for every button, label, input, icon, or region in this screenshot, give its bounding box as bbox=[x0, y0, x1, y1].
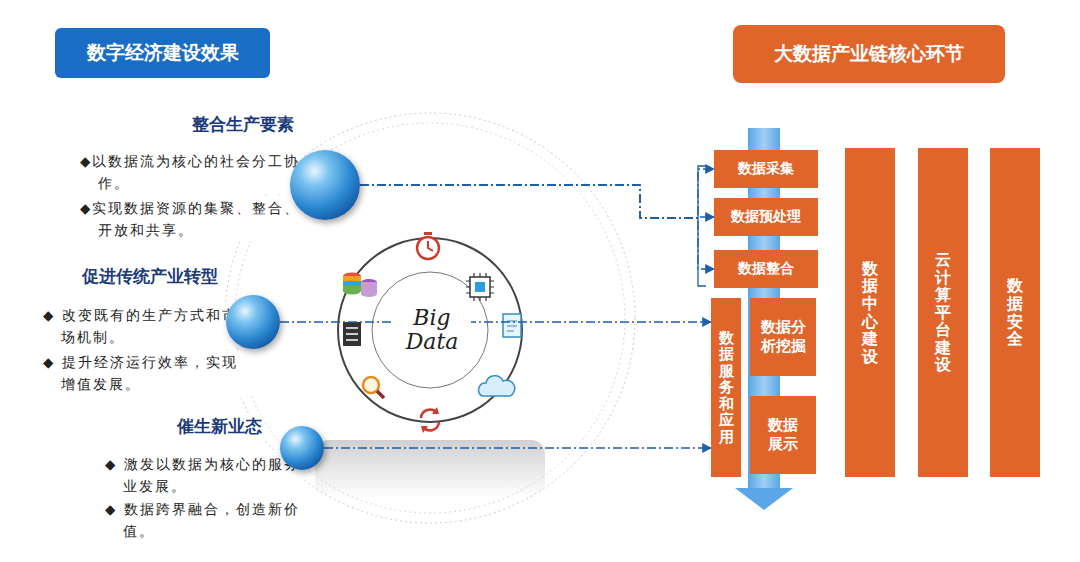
dash-connector bbox=[280, 321, 711, 322]
bullet-text: ◆ 提升经济运行效率，实现增值发展。 bbox=[43, 351, 251, 395]
box-label: 数据中心建设 bbox=[862, 260, 878, 366]
box-label: 数据分析挖掘 bbox=[754, 318, 812, 356]
process-box: 数据安全 bbox=[990, 148, 1040, 477]
box-label: 数据预处理 bbox=[731, 208, 801, 226]
bullet-text: ◆ 激发以数据为核心的服务业发展。 bbox=[105, 453, 303, 497]
box-label: 数据安全 bbox=[1007, 277, 1023, 347]
box-label: 数据服务和应用 bbox=[719, 330, 734, 446]
bracket bbox=[698, 166, 706, 286]
database-icon bbox=[343, 273, 377, 298]
bullet-text: ◆ 数据跨界融合，创造新价值。 bbox=[105, 498, 303, 542]
process-box: 数据采集 bbox=[714, 150, 818, 188]
chip-icon bbox=[466, 273, 494, 301]
header-box: 大数据产业链核心环节 bbox=[733, 25, 1005, 83]
box-label: 数字经济建设效果 bbox=[87, 41, 239, 65]
sphere-icon bbox=[226, 295, 280, 349]
title-box: 数字经济建设效果 bbox=[55, 28, 270, 78]
dash-connector bbox=[360, 169, 714, 218]
section-heading: 整合生产要素 bbox=[190, 113, 296, 136]
server-icon bbox=[343, 322, 361, 346]
process-box: 数据预处理 bbox=[714, 198, 818, 236]
logo-text: Big Data bbox=[393, 305, 471, 355]
effect-section: 催生新业态 ◆ 激发以数据为核心的服务业发展。◆ 数据跨界融合，创造新价值。 bbox=[100, 413, 330, 548]
box-label: 云计算平台建设 bbox=[935, 251, 951, 374]
process-box: 数据分析挖掘 bbox=[750, 298, 816, 376]
effect-section: 整合生产要素 ◆以数据流为核心的社会分工协作。◆实现数据资源的集聚、整合、开放和共… bbox=[75, 110, 375, 245]
refresh-icon bbox=[421, 407, 439, 433]
bullet-text: ◆实现数据资源的集聚、整合、开放和共享。 bbox=[80, 197, 303, 241]
process-box: 数据服务和应用 bbox=[711, 298, 741, 477]
document-icon bbox=[503, 314, 521, 337]
dash-connector bbox=[324, 447, 711, 448]
box-label: 数据采集 bbox=[738, 160, 794, 178]
box-label: 大数据产业链核心环节 bbox=[774, 42, 964, 66]
process-box: 数据展示 bbox=[750, 396, 816, 474]
box-label: 数据展示 bbox=[766, 416, 801, 454]
section-heading: 促进传统产业转型 bbox=[80, 265, 220, 288]
ring bbox=[338, 238, 522, 422]
cloud-icon bbox=[479, 376, 515, 396]
bullet-text: ◆以数据流为核心的社会分工协作。 bbox=[80, 150, 303, 194]
orbit-circle bbox=[235, 123, 625, 513]
process-box: 数据整合 bbox=[714, 250, 818, 288]
section-heading: 催生新业态 bbox=[175, 415, 264, 438]
sphere-icon bbox=[280, 426, 324, 470]
clock-icon bbox=[417, 232, 439, 259]
dash-connector bbox=[360, 185, 714, 218]
bullet-text: ◆ 改变既有的生产方式和市场机制。 bbox=[43, 304, 251, 348]
effect-section: 促进传统产业转型 ◆ 改变既有的生产方式和市场机制。◆ 提升经济运行效率，实现增值… bbox=[38, 262, 290, 394]
dash-connector bbox=[360, 185, 714, 269]
box-label: 数据整合 bbox=[738, 260, 794, 278]
process-box: 数据中心建设 bbox=[845, 148, 895, 477]
magnifier-icon bbox=[363, 377, 384, 398]
process-box: 云计算平台建设 bbox=[918, 148, 968, 477]
sphere-icon bbox=[290, 150, 360, 220]
